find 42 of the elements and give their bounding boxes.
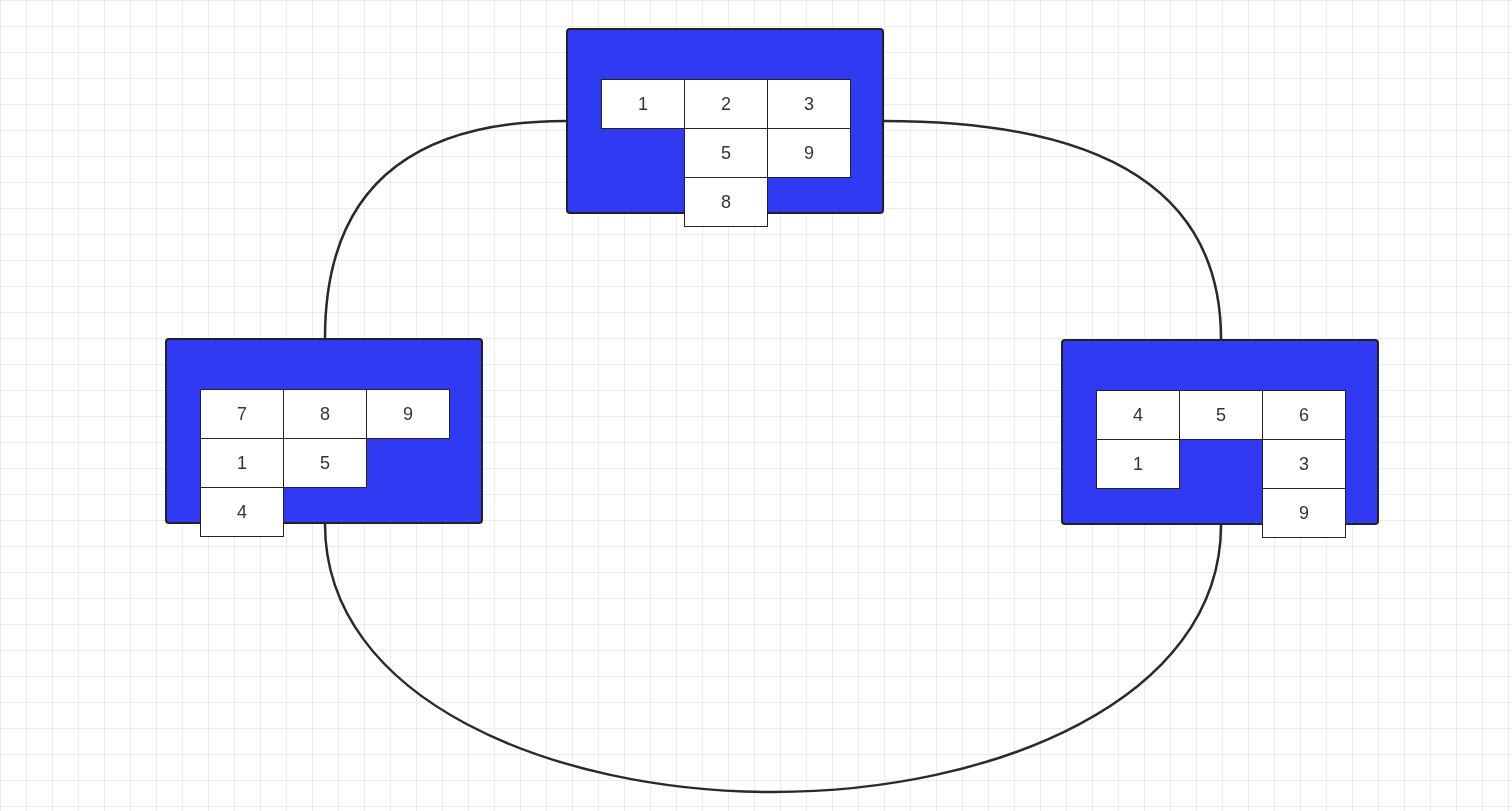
cell-number: 3: [804, 93, 814, 115]
cell-number: 9: [1299, 502, 1309, 524]
grid-cell: [200, 389, 284, 439]
grid-cell: [283, 389, 367, 439]
cell-number: 5: [320, 452, 330, 474]
cell-number: 3: [1299, 453, 1309, 475]
connector-curve: [883, 119, 1223, 340]
cell-number: 9: [403, 403, 413, 425]
cell-number: 9: [804, 142, 814, 164]
grid-cell: [684, 79, 768, 129]
grid-cell: [684, 177, 768, 227]
grid-cell: [1096, 390, 1180, 440]
grid-cell: [601, 79, 685, 129]
cell-number: 1: [638, 93, 648, 115]
cell-number: 6: [1299, 404, 1309, 426]
block-panel: [566, 28, 884, 214]
grid-cell: [366, 389, 450, 439]
connector-curve: [323, 119, 567, 339]
connector-curve: [323, 523, 1223, 794]
block-panel: [1061, 339, 1379, 525]
grid-cell: [1179, 390, 1263, 440]
grid-cell: [767, 79, 851, 129]
grid-cell: [283, 438, 367, 488]
grid-cell: [767, 128, 851, 178]
grid-cell: [200, 487, 284, 537]
grid-cell: [1262, 390, 1346, 440]
cell-number: 8: [721, 191, 731, 213]
cell-number: 8: [320, 403, 330, 425]
block-panel: [165, 338, 483, 524]
cell-number: 1: [237, 452, 247, 474]
cell-number: 4: [237, 501, 247, 523]
grid-cell: [1096, 439, 1180, 489]
cell-number: 2: [721, 93, 731, 115]
grid-cell: [1262, 439, 1346, 489]
cell-number: 5: [1216, 404, 1226, 426]
cell-number: 5: [721, 142, 731, 164]
cell-number: 1: [1133, 453, 1143, 475]
cell-number: 4: [1133, 404, 1143, 426]
grid-cell: [200, 438, 284, 488]
cell-number: 7: [237, 403, 247, 425]
grid-cell: [1262, 488, 1346, 538]
grid-cell: [684, 128, 768, 178]
